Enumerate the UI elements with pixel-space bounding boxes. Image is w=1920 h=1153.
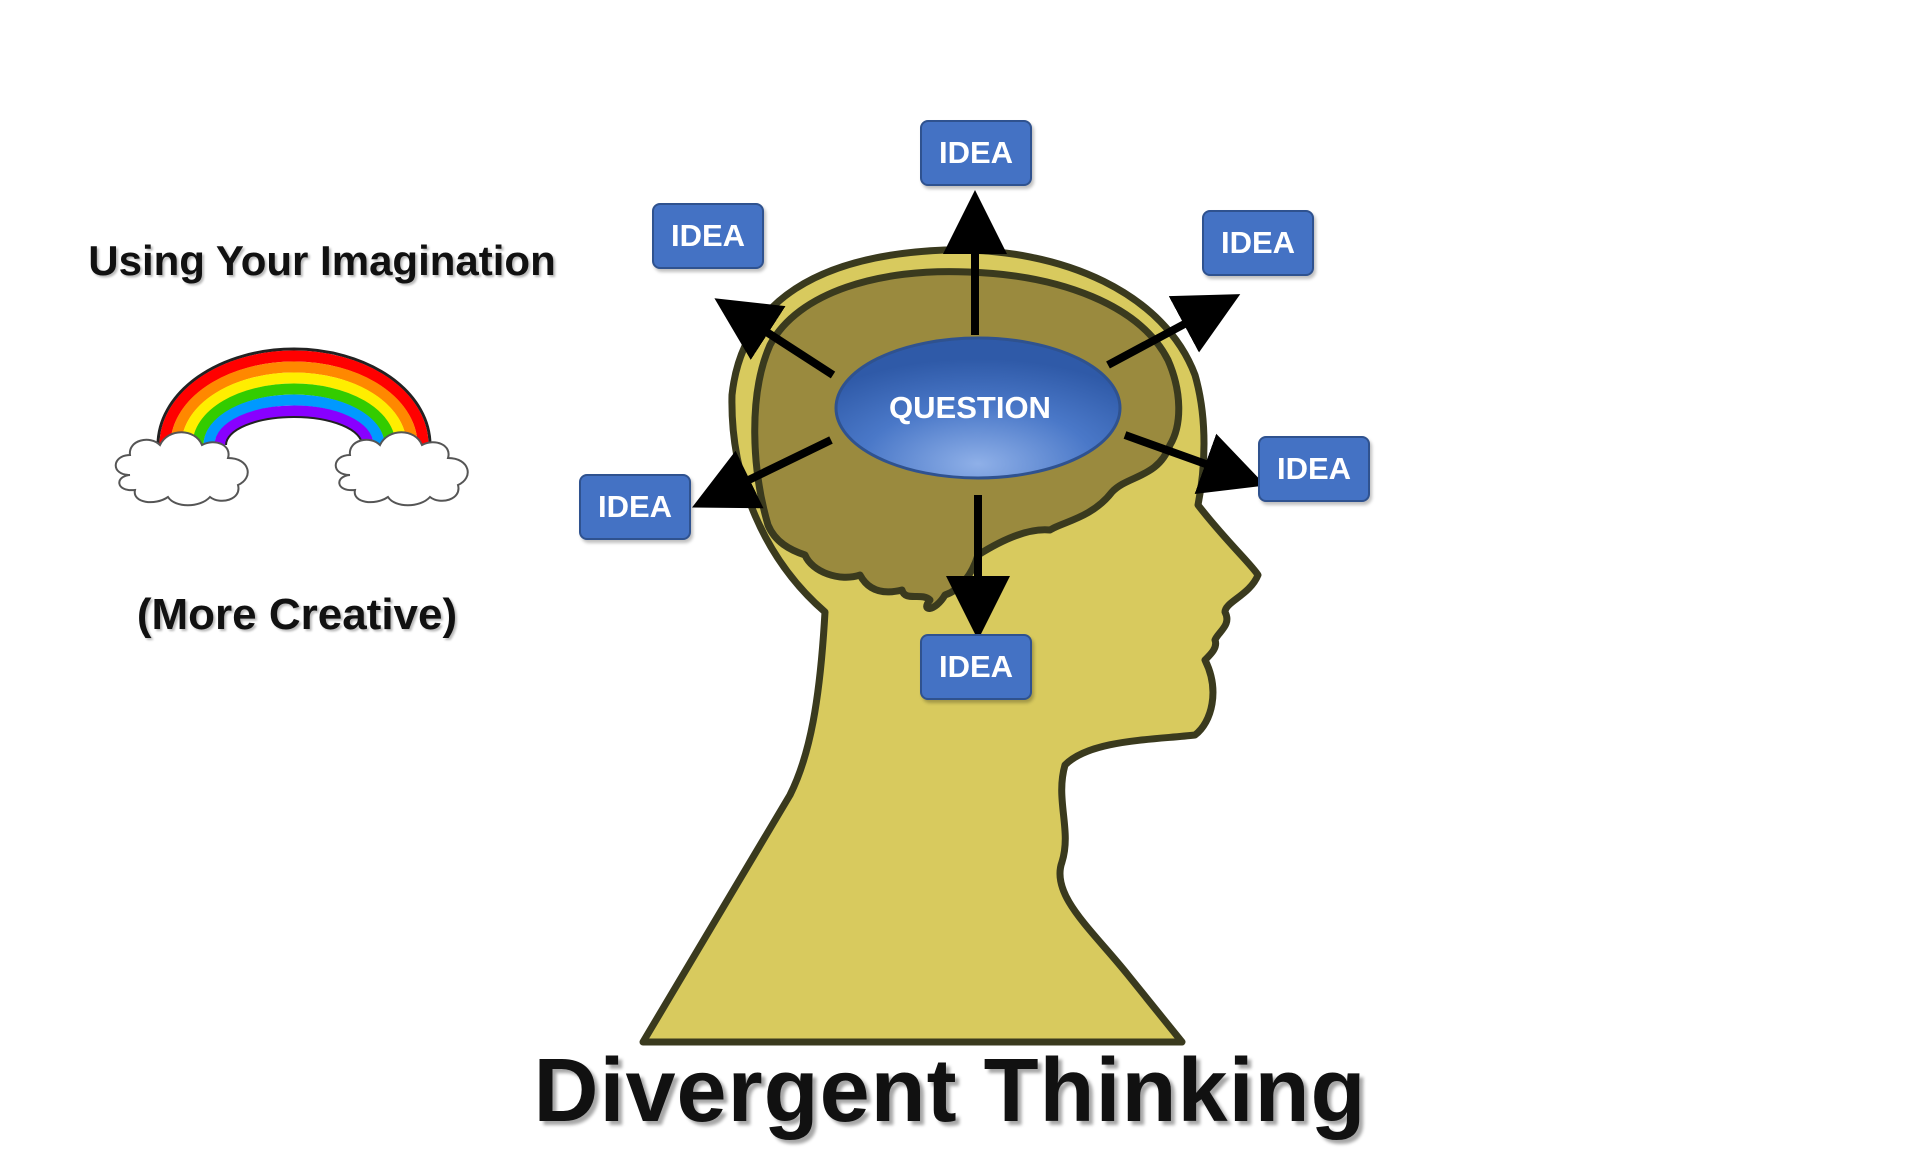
question-label: QUESTION [889,390,1051,425]
rainbow-icon [156,347,432,446]
side-subtitle: (More Creative) [136,590,458,639]
idea-box-top: IDEA [920,120,1032,186]
question-ellipse [834,336,1122,480]
arrow-upper-right [1106,294,1241,369]
side-title: Using Your Imagination [88,237,556,284]
arrows [692,190,1266,640]
arrow-right [1123,431,1266,495]
idea-box-upper-left: IDEA [652,203,764,269]
idea-box-lower-left: IDEA [579,474,691,540]
main-title: Divergent Thinking [533,1041,1367,1141]
cloud-right-icon [334,431,469,507]
arrow-lower-left [692,436,833,509]
cloud-left-icon [114,431,249,507]
idea-box-bottom: IDEA [920,634,1032,700]
idea-box-right: IDEA [1258,436,1370,502]
arrow-upper-left [714,298,836,379]
idea-box-upper-right: IDEA [1202,210,1314,276]
